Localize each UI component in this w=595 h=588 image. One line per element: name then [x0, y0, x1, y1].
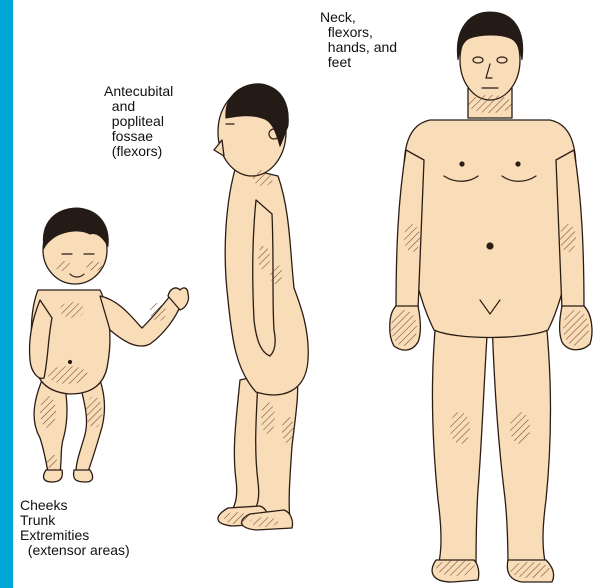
child-label: Antecubital and popliteal fossae (flexor…: [104, 84, 173, 159]
child-label-line: and: [104, 99, 173, 114]
infant-label-line: Cheeks: [20, 498, 130, 513]
child-label-line: Antecubital: [104, 84, 173, 99]
infant-label-line: Trunk: [20, 513, 130, 528]
adult-label-line: hands, and: [320, 40, 397, 55]
adult-label: Neck, flexors, hands, and feet: [320, 10, 397, 70]
adult-label-line: flexors,: [320, 25, 397, 40]
child-figure: [214, 84, 308, 530]
adult-label-line: Neck,: [320, 10, 397, 25]
child-label-line: (flexors): [104, 144, 173, 159]
adult-label-line: feet: [320, 55, 397, 70]
adult-figure: [390, 12, 592, 582]
infant-label-line: Extremities: [20, 528, 130, 543]
infant-label-line: (extensor areas): [20, 543, 130, 558]
infant-label: Cheeks Trunk Extremities (extensor areas…: [20, 498, 130, 558]
child-label-line: popliteal: [104, 114, 173, 129]
infant-figure: [29, 208, 188, 482]
child-label-line: fossae: [104, 129, 173, 144]
